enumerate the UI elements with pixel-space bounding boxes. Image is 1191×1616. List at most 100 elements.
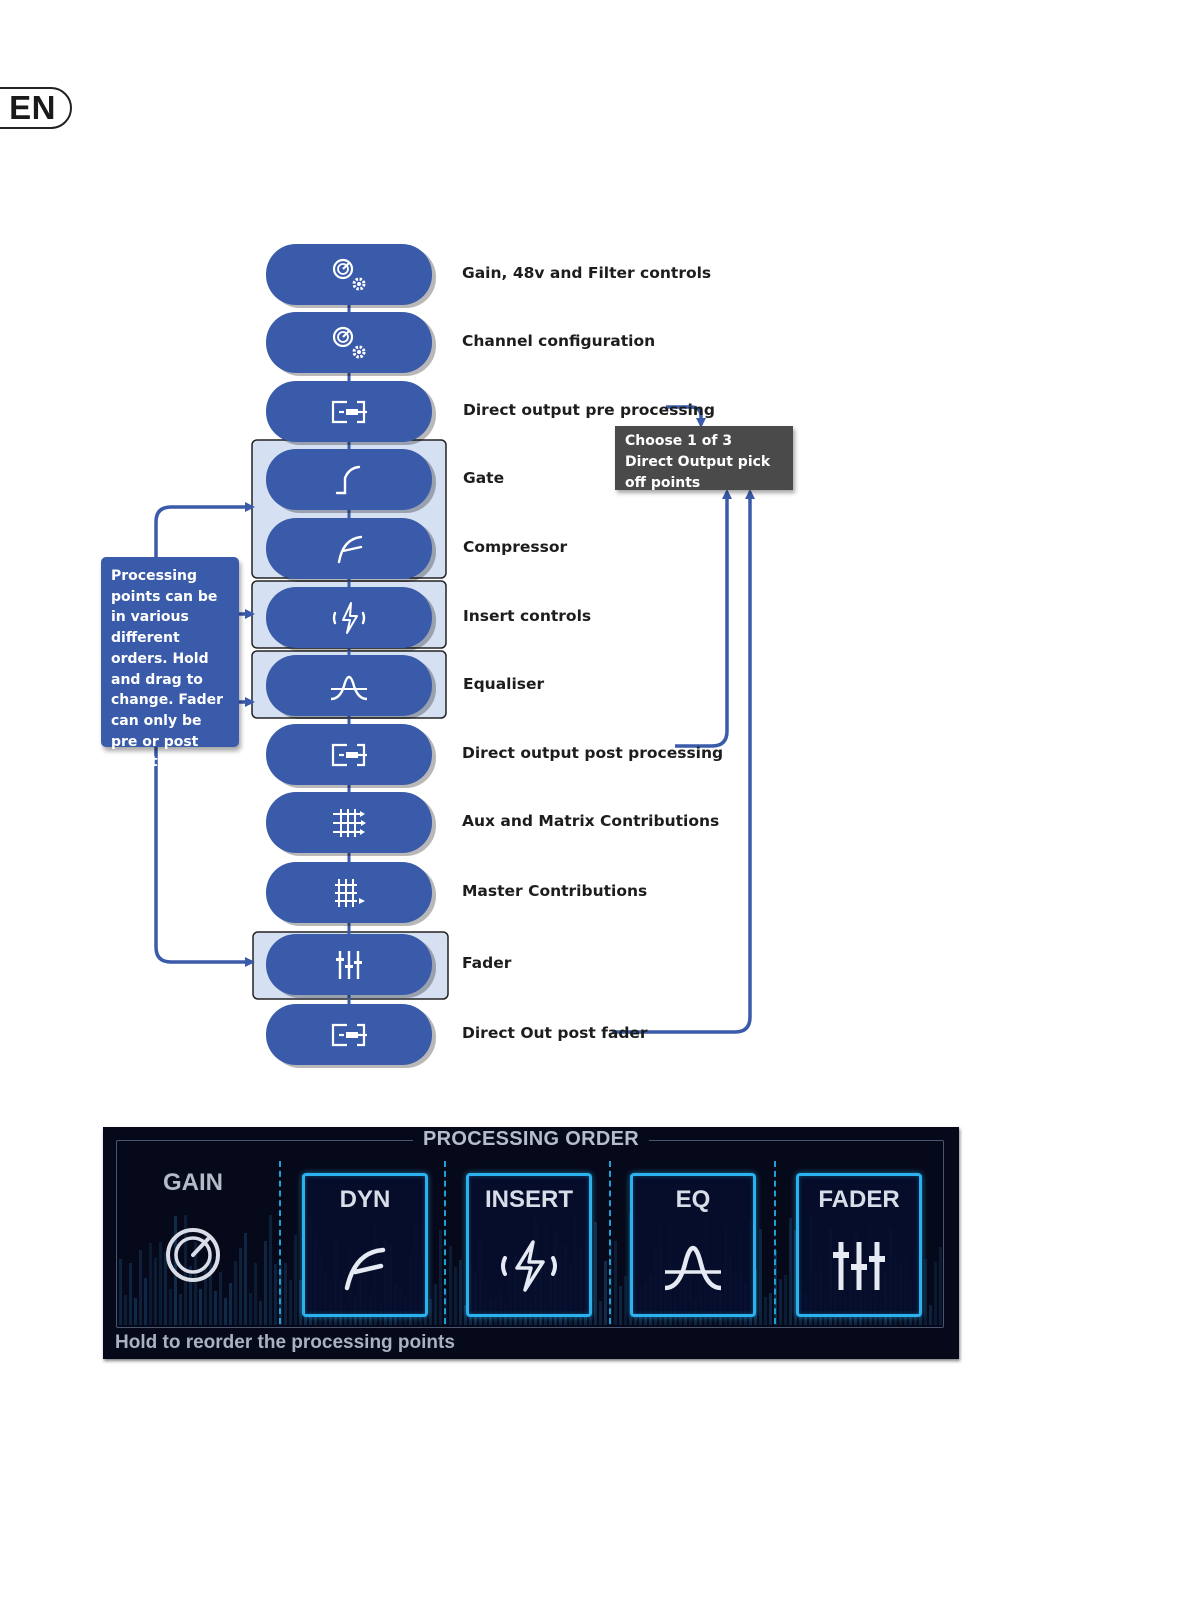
meter-bar [229, 1283, 232, 1325]
processing-order-panel: PROCESSING ORDER GAIN DYN INSERT EQ FADE… [103, 1127, 959, 1359]
pp-label: EQ [675, 1186, 711, 1213]
meter-bar [124, 1295, 127, 1325]
pp-label: FADER [818, 1186, 900, 1213]
panel-divider [444, 1161, 446, 1324]
meter-bar [604, 1261, 607, 1325]
gain-knob-icon[interactable] [165, 1227, 221, 1283]
step-label: Direct output pre processing [463, 401, 715, 419]
processing-point-eq[interactable]: EQ [630, 1173, 756, 1317]
gain-label: GAIN [163, 1169, 223, 1196]
meter-bar [249, 1293, 252, 1325]
panel-divider [609, 1161, 611, 1324]
aux-matrix-icon [333, 809, 366, 837]
step-pill [266, 724, 436, 788]
meter-bar [119, 1259, 122, 1325]
step-label: Insert controls [463, 607, 592, 625]
pp-label: DYN [339, 1186, 391, 1213]
panel-title: PROCESSING ORDER [103, 1128, 959, 1151]
meter-bar [209, 1254, 212, 1325]
step-label: Gain, 48v and Filter controls [462, 264, 712, 282]
compressor-icon [344, 1247, 386, 1291]
meter-bar [449, 1246, 452, 1325]
meter-bar [939, 1247, 942, 1325]
meter-bar [594, 1222, 597, 1325]
meter-bar [194, 1242, 197, 1325]
step-pill [266, 244, 436, 308]
processing-point-insert[interactable]: INSERT [466, 1173, 592, 1317]
meter-bar [464, 1305, 467, 1325]
step-label: Channel configuration [462, 332, 656, 350]
meter-bar [759, 1229, 762, 1325]
meter-bar [219, 1272, 222, 1325]
meter-bar [929, 1305, 932, 1325]
meter-bar [434, 1284, 437, 1325]
step-pill [266, 381, 436, 445]
meter-bar [299, 1280, 302, 1325]
language-tab: EN [0, 87, 72, 129]
meter-bar [129, 1263, 132, 1325]
meter-bar [934, 1262, 937, 1325]
step-pill [266, 312, 436, 376]
meter-bar [614, 1241, 617, 1325]
meter-bar [199, 1289, 202, 1325]
step-label: Gate [463, 469, 505, 487]
meter-bar [149, 1243, 152, 1325]
pp-label: INSERT [484, 1186, 573, 1213]
step-label: Fader [462, 954, 512, 972]
eq-icon [330, 675, 368, 701]
insert-icon [501, 1240, 557, 1292]
insert-icon [332, 602, 366, 634]
meter-bar [294, 1235, 297, 1325]
meter-bar [224, 1298, 227, 1325]
meter-bar [794, 1230, 797, 1325]
meter-bar [179, 1294, 182, 1325]
meter-bar [164, 1252, 167, 1325]
meter-bar [274, 1264, 277, 1325]
step-pill [266, 655, 436, 719]
meter-bar [139, 1250, 142, 1325]
reorder-arrow-loop [154, 502, 255, 560]
meter-bar [454, 1267, 457, 1325]
meter-bar [204, 1263, 207, 1325]
direct-out-icon [331, 400, 367, 424]
step-pills [266, 244, 436, 1068]
meter-bar [764, 1297, 767, 1325]
meter-bar [769, 1293, 772, 1325]
meter-bar [459, 1260, 462, 1325]
processing-point-fader[interactable]: FADER [796, 1173, 922, 1317]
direct-out-icon [331, 743, 367, 767]
meter-bar [214, 1291, 217, 1325]
meter-bar [169, 1289, 172, 1325]
meter-bar [264, 1241, 267, 1325]
meter-bar [159, 1242, 162, 1325]
meter-bar [244, 1233, 247, 1325]
fader-icon [833, 1242, 885, 1290]
gain-gear-icon [332, 258, 366, 291]
meter-bar [239, 1248, 242, 1325]
processing-point-dyn[interactable]: DYN [302, 1173, 428, 1317]
meter-bar [284, 1263, 287, 1325]
meter-bar [189, 1266, 192, 1325]
meter-bar [779, 1279, 782, 1325]
pickoff-arrow-post [675, 489, 732, 748]
reorder-arrow-fader [154, 747, 255, 967]
gain-gear-icon [332, 326, 366, 359]
meter-bar [924, 1259, 927, 1325]
meter-bar [789, 1218, 792, 1325]
meter-bar [234, 1261, 237, 1325]
meter-bar [784, 1275, 787, 1325]
panel-divider [279, 1161, 281, 1324]
master-icon [335, 879, 365, 907]
step-pill [266, 449, 436, 513]
meter-bar [439, 1230, 442, 1325]
signal-flow-graphics [154, 244, 755, 1068]
eq-icon [664, 1245, 722, 1291]
step-pill [266, 587, 436, 651]
step-pill [266, 518, 436, 582]
step-label: Compressor [463, 538, 568, 556]
step-label: Equaliser [463, 675, 545, 693]
meter-bar [144, 1278, 147, 1325]
step-label: Direct Out post fader [462, 1024, 648, 1042]
processing-order-callout: Processing points can be in various diff… [101, 557, 239, 770]
panel-divider [774, 1161, 776, 1324]
